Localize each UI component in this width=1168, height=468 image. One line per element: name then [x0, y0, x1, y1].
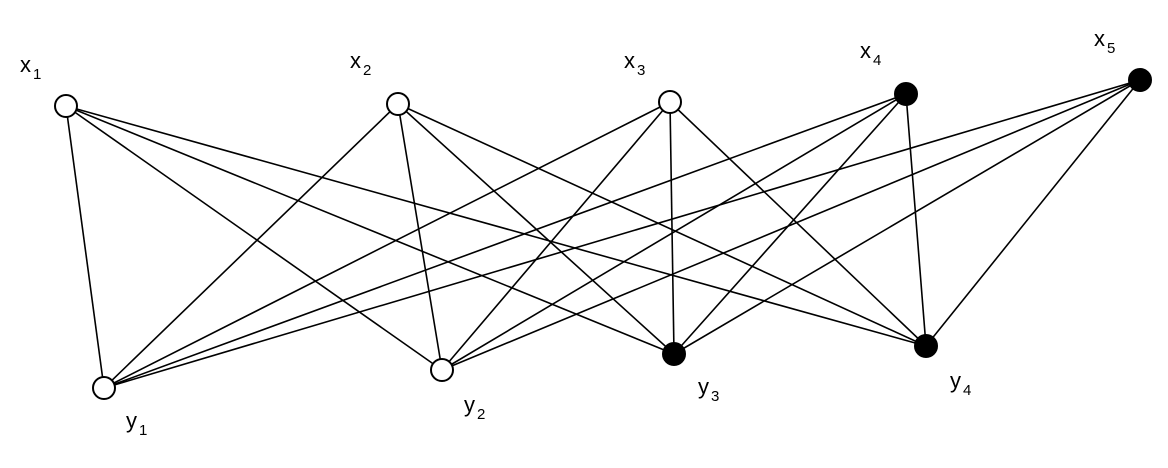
- node-x2: [386, 92, 410, 116]
- edge-x4-y2: [441, 93, 907, 371]
- edge-x3-y4: [669, 101, 927, 347]
- label-letter: x: [20, 52, 31, 77]
- label-index: 1: [139, 422, 147, 439]
- edge-x2-y4: [397, 103, 927, 347]
- label-index: 5: [1107, 40, 1115, 57]
- edge-x5-y3: [673, 79, 1141, 355]
- label-index: 4: [963, 382, 971, 399]
- label-letter: x: [624, 48, 635, 73]
- label-letter: y: [698, 374, 709, 399]
- edge-x5-y2: [441, 79, 1141, 371]
- label-index: 2: [363, 62, 371, 79]
- node-x5: [1128, 68, 1152, 92]
- label-index: 3: [711, 388, 719, 405]
- label-index: 4: [873, 52, 881, 69]
- edge-x1-y4: [65, 105, 927, 347]
- node-y3: [662, 342, 686, 366]
- edge-x1-y2: [65, 105, 443, 371]
- node-y4: [914, 334, 938, 358]
- edge-x2-y1: [103, 103, 399, 389]
- edges-layer: [65, 79, 1141, 389]
- edge-x5-y1: [103, 79, 1141, 389]
- edge-x5-y4: [925, 79, 1141, 347]
- edge-x1-y3: [65, 105, 675, 355]
- node-y2: [430, 358, 454, 382]
- edge-x4-y3: [673, 93, 907, 355]
- edge-x3-y1: [103, 101, 671, 389]
- node-x3: [658, 90, 682, 114]
- edge-x3-y2: [441, 101, 671, 371]
- label-index: 1: [33, 66, 41, 83]
- label-letter: y: [950, 368, 961, 393]
- edge-x2-y2: [397, 103, 443, 371]
- label-letter: y: [464, 392, 475, 417]
- edge-x4-y4: [905, 93, 927, 347]
- label-letter: x: [860, 38, 871, 63]
- label-letter: y: [126, 408, 137, 433]
- nodes-layer: [54, 68, 1152, 400]
- edge-x4-y1: [103, 93, 907, 389]
- label-index: 3: [637, 62, 645, 79]
- node-x4: [894, 82, 918, 106]
- node-y1: [92, 376, 116, 400]
- label-index: 2: [477, 406, 485, 423]
- label-letter: x: [1094, 26, 1105, 51]
- node-x1: [54, 94, 78, 118]
- edge-x1-y1: [65, 105, 105, 389]
- edge-x3-y3: [669, 101, 675, 355]
- label-letter: x: [350, 48, 361, 73]
